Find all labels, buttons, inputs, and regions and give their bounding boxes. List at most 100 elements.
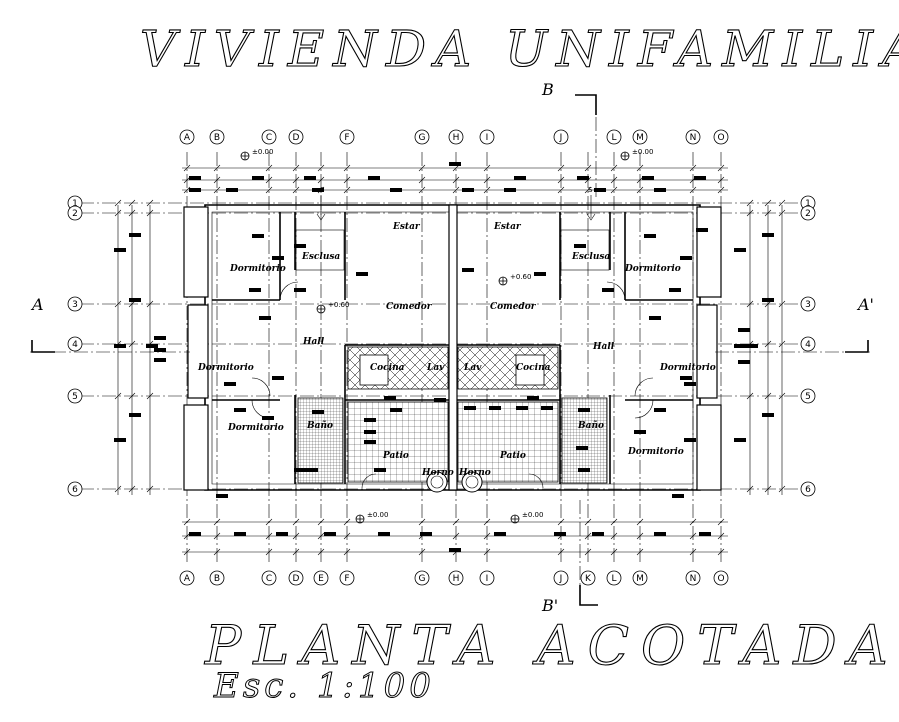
svg-text:L: L [611, 133, 616, 143]
svg-text:G: G [419, 574, 426, 584]
svg-text:3: 3 [805, 300, 811, 310]
drawing-scale: Esc. 1:100 [213, 666, 435, 706]
svg-text:±0.00: ±0.00 [632, 148, 653, 156]
axis-bubble-right-2: 2 [800, 205, 816, 221]
room-horno-right: Horno [458, 468, 491, 478]
room-estar-left: Estar [392, 222, 421, 232]
axis-bubble-left-5: 5 [67, 388, 83, 404]
svg-text:H: H [453, 574, 460, 584]
level-mark-bottom-left: ±0.00 [355, 511, 388, 524]
axis-bubble-top-j: J [553, 129, 569, 145]
room-hall-left: Hall [302, 337, 325, 347]
axis-bubble-left-3: 3 [67, 296, 83, 312]
axis-bubble-bottom-m: M [632, 570, 648, 586]
room-dormitorio-top-left: Dormitorio [229, 264, 286, 274]
svg-text:+0.60: +0.60 [510, 273, 531, 281]
svg-text:A: A [184, 574, 191, 584]
svg-text:J: J [559, 133, 563, 143]
level-mark-bottom-right: ±0.00 [510, 511, 543, 524]
level-mark-top-left: ±0.00 [240, 148, 273, 161]
room-horno-left: Horno [421, 468, 454, 478]
axis-bubble-bottom-k: K [580, 570, 596, 586]
axis-bubble-top-d: D [288, 129, 304, 145]
axis-bubble-right-4: 4 [800, 336, 816, 352]
axis-bubble-bottom-o: O [713, 570, 729, 586]
axis-bubble-top-n: N [685, 129, 701, 145]
room-bano-right: Baño [577, 420, 604, 431]
cut-label-a-left: A [30, 295, 44, 314]
svg-text:2: 2 [72, 209, 78, 219]
cut-label-b-top: B [541, 80, 554, 99]
room-dormitorio-bottom-left: Dormitorio [227, 423, 284, 433]
svg-text:D: D [293, 574, 300, 584]
axis-bubble-top-m: M [632, 129, 648, 145]
cut-label-a-right: A' [856, 295, 874, 314]
room-patio-right: Patio [499, 451, 526, 461]
svg-text:N: N [690, 574, 697, 584]
dimension-markers [114, 162, 774, 552]
room-esclusa-left: Esclusa [301, 252, 340, 262]
svg-text:F: F [344, 574, 349, 584]
room-bano-left: Baño [306, 420, 333, 431]
svg-text:G: G [419, 133, 426, 143]
level-mark-center-right: +0.60 [498, 273, 531, 286]
room-cocina-left: Cocina [370, 363, 405, 373]
svg-text:E: E [318, 574, 324, 584]
room-comedor-right: Comedor [490, 302, 537, 312]
stair-markers: S S [316, 186, 596, 221]
svg-text:4: 4 [72, 340, 78, 350]
level-mark-top-right: ±0.00 [620, 148, 653, 161]
room-comedor-left: Comedor [386, 302, 433, 312]
svg-text:O: O [717, 574, 724, 584]
cut-label-b-bottom: B' [541, 596, 558, 615]
svg-text:L: L [611, 574, 616, 584]
svg-text:±0.00: ±0.00 [522, 511, 543, 519]
svg-text:C: C [266, 574, 272, 584]
svg-text:6: 6 [72, 485, 78, 495]
axis-bubble-top-f: F [339, 129, 355, 145]
stair-marker-right: S [588, 186, 593, 194]
room-estar-right: Estar [493, 222, 522, 232]
svg-text:I: I [486, 574, 489, 584]
section-cut-b: B B' [541, 80, 598, 615]
axis-bubble-top-l: L [606, 129, 622, 145]
svg-text:A: A [184, 133, 191, 143]
svg-text:1: 1 [805, 199, 811, 209]
svg-text:K: K [585, 574, 592, 584]
svg-text:O: O [717, 133, 724, 143]
stair-marker-left: S [320, 186, 325, 194]
room-hall-right: Hall [592, 342, 615, 352]
axis-bubble-bottom-c: C [261, 570, 277, 586]
drawing-title: VIVIENDA UNIFAMILIAR [140, 20, 899, 78]
building-walls [183, 204, 722, 491]
axis-bubble-bottom-f: F [339, 570, 355, 586]
axis-bubble-top-b: B [209, 129, 225, 145]
room-dormitorio-top-right: Dormitorio [624, 264, 681, 274]
room-dormitorio-bottom-right: Dormitorio [627, 447, 684, 457]
room-esclusa-right: Esclusa [571, 252, 610, 262]
svg-text:D: D [293, 133, 300, 143]
axis-bubble-bottom-l: L [606, 570, 622, 586]
level-mark-center-left: +0.60 [316, 301, 349, 314]
svg-text:5: 5 [805, 392, 811, 402]
drawing-subtitle: PLANTA ACOTADA [204, 614, 899, 677]
axis-bubble-bottom-n: N [685, 570, 701, 586]
axis-bubble-bottom-e: E [313, 570, 329, 586]
axis-bubble-top-h: H [448, 129, 464, 145]
axis-bubble-bottom-g: G [414, 570, 430, 586]
axis-bubble-left-2: 2 [67, 205, 83, 221]
svg-text:6: 6 [805, 485, 811, 495]
svg-text:N: N [690, 133, 697, 143]
room-lav-left: Lav [426, 363, 445, 373]
axis-bubble-bottom-a: A [179, 570, 195, 586]
axis-bubble-top-a: A [179, 129, 195, 145]
svg-text:M: M [636, 574, 644, 584]
floor-finishes [297, 346, 608, 493]
room-dormitorio-mid-right: Dormitorio [659, 363, 716, 373]
svg-text:B: B [214, 574, 220, 584]
axis-bubble-bottom-b: B [209, 570, 225, 586]
svg-text:B: B [214, 133, 220, 143]
